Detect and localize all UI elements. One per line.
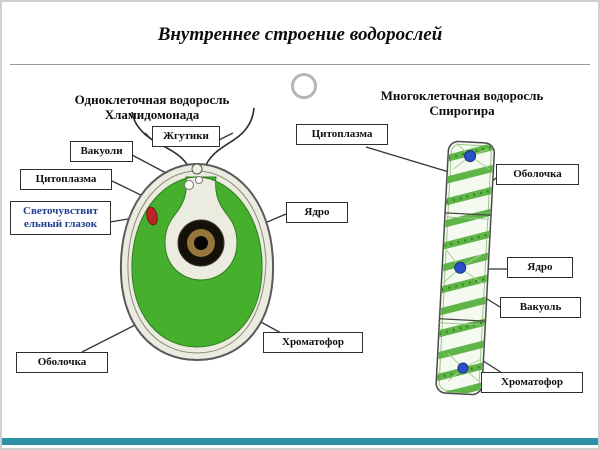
left-heading-line1: Одноклеточная водоросль bbox=[74, 92, 230, 107]
label-eyespot-line2: ельный глазок bbox=[23, 218, 98, 230]
spirogyra-nucleus-1 bbox=[464, 150, 477, 163]
nucleolus-shape bbox=[194, 236, 208, 250]
label-chromatophore-left: Хроматофор bbox=[263, 332, 363, 353]
vacuole-shape-1 bbox=[184, 180, 194, 190]
label-vacuole-right: Вакуоль bbox=[500, 297, 581, 318]
bottom-accent-bar bbox=[2, 438, 598, 445]
label-membrane-left: Оболочка bbox=[16, 352, 108, 373]
chromatophore-shape bbox=[131, 176, 263, 348]
spirogyra-nucleus-2 bbox=[454, 261, 467, 274]
label-vacuoles: Вакуоли bbox=[70, 141, 133, 162]
left-diagram-heading: Одноклеточная водоросль Хламидомонада bbox=[42, 92, 262, 122]
title-divider-line bbox=[10, 64, 590, 65]
label-membrane-right: Оболочка bbox=[496, 164, 579, 185]
left-heading-line2: Хламидомонада bbox=[104, 107, 200, 122]
vacuole-shape-2 bbox=[195, 176, 203, 184]
label-nucleus-right: Ядро bbox=[507, 257, 573, 278]
label-nucleus-left: Ядро bbox=[286, 202, 348, 223]
flagellum-right bbox=[203, 107, 255, 170]
right-diagram-heading: Многоклеточная водоросль Спирогира bbox=[362, 88, 562, 118]
right-heading-line1: Многоклеточная водоросль bbox=[380, 88, 544, 103]
label-flagella: Жгутики bbox=[152, 126, 220, 147]
label-eyespot: Светочувствит ельный глазок bbox=[10, 201, 111, 235]
label-cytoplasm-right: Цитоплазма bbox=[296, 124, 388, 145]
label-chromatophore-right: Хроматофор bbox=[481, 372, 583, 393]
chlamydomonas-cell bbox=[119, 107, 275, 362]
filament-cross-walls bbox=[439, 212, 492, 326]
spiral-chromatophore-bands bbox=[436, 142, 494, 394]
label-cytoplasm-left: Цитоплазма bbox=[20, 169, 112, 190]
right-heading-line2: Спирогира bbox=[429, 103, 495, 118]
label-eyespot-line1: Светочувствит bbox=[23, 205, 98, 217]
slide-title: Внутреннее строение водорослей bbox=[157, 24, 443, 45]
basal-body-shape bbox=[191, 163, 203, 175]
spirogyra-filament bbox=[435, 140, 496, 396]
spirogyra-nucleus-3 bbox=[457, 362, 469, 374]
cell-membrane-inner bbox=[127, 170, 267, 354]
eyespot-shape bbox=[146, 206, 158, 226]
divider-circle-ornament bbox=[291, 73, 317, 99]
